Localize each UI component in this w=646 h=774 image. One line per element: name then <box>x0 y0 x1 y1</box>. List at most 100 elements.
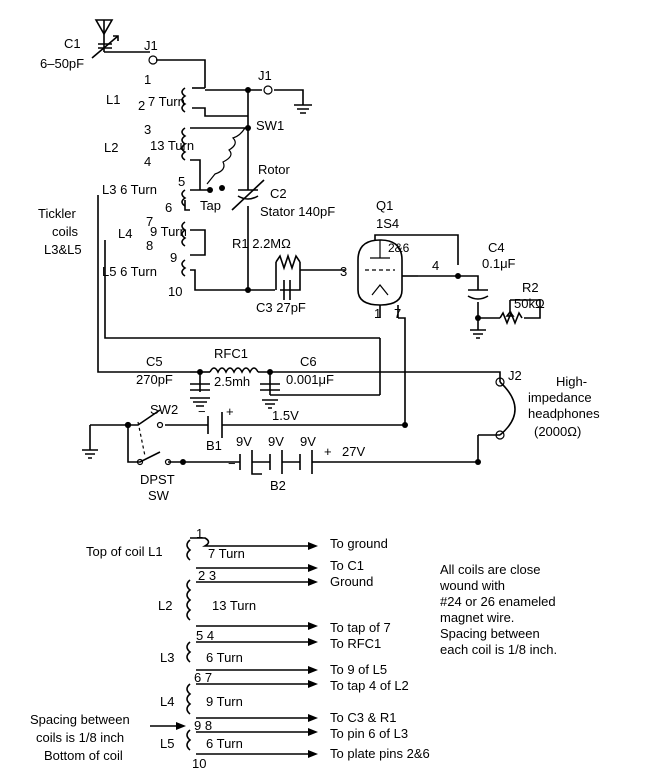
b1-voltage: 1.5V <box>272 408 299 423</box>
l4-pin7: 7 <box>146 214 153 229</box>
coil-row8-dest: To C3 & R1 <box>330 710 396 725</box>
b2-total: 27V <box>342 444 365 459</box>
q1-name: Q1 <box>376 198 393 213</box>
j1-ground-jack <box>263 85 273 95</box>
b2-label: B2 <box>270 478 286 493</box>
l3-label: L3 6 Turn <box>102 182 157 197</box>
b2-plus: + <box>324 444 332 459</box>
l1-name: L1 <box>106 92 120 107</box>
q1-type: 1S4 <box>376 216 399 231</box>
coil-row6-pins: 6 7 <box>194 670 212 685</box>
spacing-note-line3: Bottom of coil <box>44 748 123 763</box>
l2-pin3: 3 <box>144 122 151 137</box>
coil-row3-dest: Ground <box>330 574 373 589</box>
tickler-line2: coils <box>52 224 79 239</box>
c6-value: 0.001μF <box>286 372 334 387</box>
c1-value: 6–50pF <box>40 56 84 71</box>
l1-pin1: 1 <box>144 72 151 87</box>
c3-capacitor <box>283 280 291 300</box>
b2-cell1: 9V <box>236 434 252 449</box>
sw1-label: SW1 <box>256 118 284 133</box>
c6-capacitor <box>260 383 280 391</box>
l4-pin8: 8 <box>146 238 153 253</box>
j1-ground-label: J1 <box>258 68 272 83</box>
q1-pin7: 7 <box>394 306 401 321</box>
b1-label: B1 <box>206 438 222 453</box>
b1-minus: − <box>198 404 206 419</box>
coil-note-line2: wound with <box>439 578 505 593</box>
coil-row10-dest: To plate pins 2&6 <box>330 746 430 761</box>
coil-row1-left: Top of coil L1 <box>86 544 163 559</box>
sw1-arrow <box>206 127 246 185</box>
coil-row1-dest: To ground <box>330 536 388 551</box>
r2-label: R2 <box>522 280 539 295</box>
coil-row10-pins: 10 <box>192 756 206 771</box>
c4-capacitor <box>467 289 489 300</box>
schematic-wires <box>82 19 541 463</box>
spacing-note-line1: Spacing between <box>30 712 130 727</box>
coil-note-line1: All coils are close <box>440 562 540 577</box>
coil-row4-pins: 5 4 <box>196 628 214 643</box>
q1-pin1: 1 <box>374 306 381 321</box>
schematic-coils <box>181 87 187 277</box>
dpst-line2: SW <box>148 488 170 503</box>
coil-row7-turns: 9 Turn <box>206 694 243 709</box>
coil-row6-dest: To 9 of L5 <box>330 662 387 677</box>
c5-capacitor <box>190 383 210 391</box>
b2-batteries <box>230 450 320 475</box>
l2-pin4: 4 <box>144 154 151 169</box>
l5-pin10: 10 <box>168 284 182 299</box>
l5-pin9: 9 <box>170 250 177 265</box>
c2-label: C2 <box>270 186 287 201</box>
r2-value: 50kΩ <box>514 296 545 311</box>
c1-label: C1 <box>64 36 81 51</box>
j1-antenna-label: J1 <box>144 38 158 53</box>
rfc1-value: 2.5mh <box>214 374 250 389</box>
r1-label: R1 2.2MΩ <box>232 236 291 251</box>
dpst-line1: DPST <box>140 472 175 487</box>
junction-dots <box>125 87 481 465</box>
coil-row1-pins: 1 <box>196 526 203 541</box>
l2-name: L2 <box>104 140 118 155</box>
c4-label: C4 <box>488 240 505 255</box>
rfc1-label: RFC1 <box>214 346 248 361</box>
coil-row5-turns: 6 Turn <box>206 650 243 665</box>
coil-row8-pins: 9 8 <box>194 718 212 733</box>
tap-label: Tap <box>200 198 221 213</box>
rotor-label: Rotor <box>258 162 290 177</box>
r1-resistor <box>275 253 301 271</box>
coil-row5-left: L3 <box>160 650 174 665</box>
headphones-line4: (2000Ω) <box>534 424 581 439</box>
l2-turns: 13 Turn <box>150 138 194 153</box>
l3-pin6: 6 <box>165 200 172 215</box>
l4-name: L4 <box>118 226 132 241</box>
c4-value: 0.1μF <box>482 256 516 271</box>
coil-row3-left: L2 <box>158 598 172 613</box>
c5-value: 270pF <box>136 372 173 387</box>
coil-row4-dest: To tap of 7 <box>330 620 391 635</box>
c2-variable-capacitor <box>231 179 265 211</box>
l5-label: L5 6 Turn <box>102 264 157 279</box>
coil-note-line3: #24 or 26 enameled <box>440 594 556 609</box>
tickler-line3: L3&L5 <box>44 242 82 257</box>
q1-pin4: 4 <box>432 258 439 273</box>
coil-row2-dest: To C1 <box>330 558 364 573</box>
b2-cell2: 9V <box>268 434 284 449</box>
coil-row9-left: L5 <box>160 736 174 751</box>
b1-battery <box>207 412 223 438</box>
c1-variable-capacitor <box>91 35 119 59</box>
headphones-line2: impedance <box>528 390 592 405</box>
coil-row9-dest: To pin 6 of L3 <box>330 726 408 741</box>
coil-row5-dest: To RFC1 <box>330 636 381 651</box>
coil-note-line4: magnet wire. <box>440 610 514 625</box>
c2-stator-label: Stator 140pF <box>260 204 335 219</box>
coil-row9-turns: 6 Turn <box>206 736 243 751</box>
coil-row2-pins: 2 3 <box>198 568 216 583</box>
q1-pin3: 3 <box>340 264 347 279</box>
coil-row7-dest: To tap 4 of L2 <box>330 678 409 693</box>
c3-label: C3 27pF <box>256 300 306 315</box>
l3-pin5: 5 <box>178 174 185 189</box>
rfc1-choke <box>209 367 259 374</box>
b1-plus: + <box>226 404 234 419</box>
